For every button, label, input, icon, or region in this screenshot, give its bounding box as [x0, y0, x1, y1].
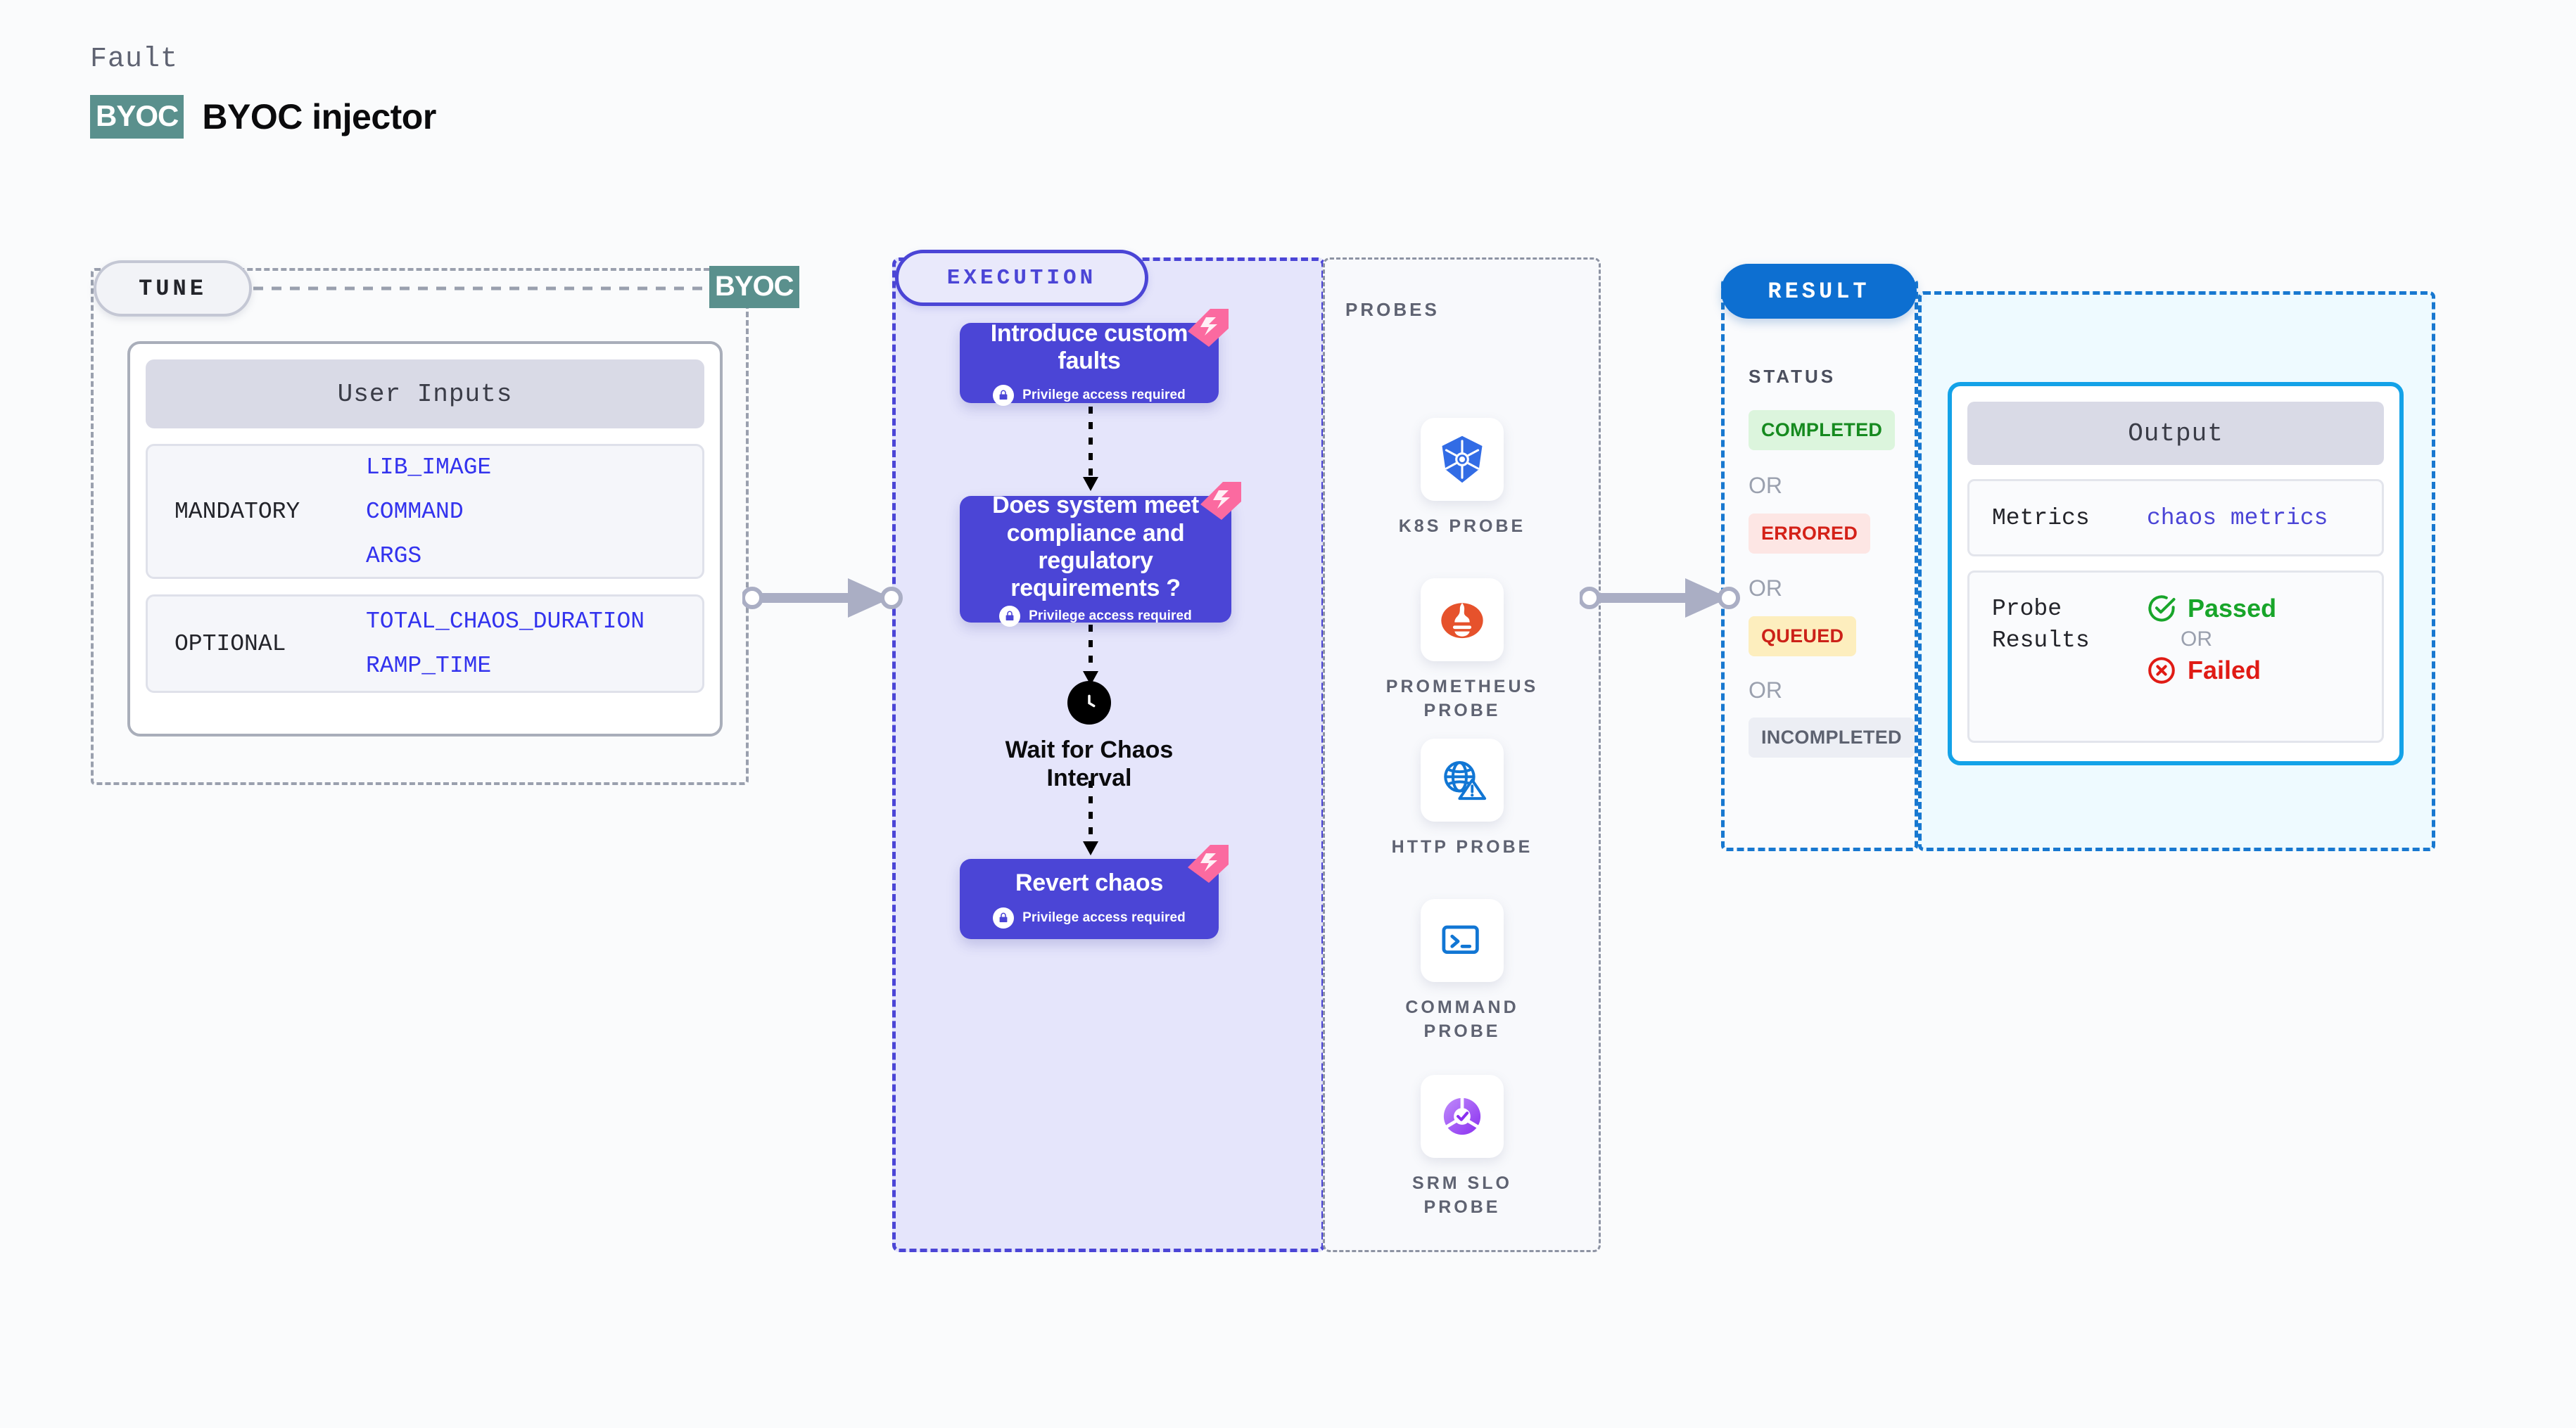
metrics-value[interactable]: chaos metrics: [2147, 504, 2328, 531]
input-value[interactable]: ARGS: [366, 542, 422, 569]
result-status-panel: [1721, 278, 1918, 851]
status-badge-errored: ERRORED: [1749, 514, 1871, 554]
output-card: Output Metrics chaos metrics Probe Resul…: [1948, 382, 2404, 765]
user-inputs-card: User Inputs MANDATORY LIB_IMAGE COMMAND …: [127, 341, 723, 737]
byoc-tag-badge: BYOC: [709, 266, 799, 308]
fault-eyebrow-label: Fault: [90, 44, 179, 75]
page-title: BYOC injector: [202, 97, 436, 136]
flow-node-compliance-check[interactable]: Does system meet compliance and regulato…: [960, 482, 1241, 627]
http-globe-warning-icon: [1421, 739, 1504, 822]
or-separator-label: OR: [2181, 627, 2212, 651]
input-value[interactable]: TOTAL_CHAOS_DURATION: [366, 608, 645, 635]
or-separator: OR: [1749, 575, 1782, 601]
prometheus-icon: [1421, 578, 1504, 661]
input-value-list: TOTAL_CHAOS_DURATION RAMP_TIME: [366, 608, 645, 679]
or-separator: OR: [1749, 473, 1782, 498]
execution-panel: [892, 257, 1325, 1252]
probe-result-failed: Failed: [2147, 656, 2276, 685]
srm-slo-icon: [1421, 1075, 1504, 1158]
privilege-flag-icon: [1200, 482, 1241, 520]
lock-icon: [993, 907, 1015, 929]
metrics-key-label: Metrics: [1992, 504, 2090, 531]
probe-results-row: Probe Results Passed OR Failed: [1967, 570, 2384, 743]
flow-node-revert-chaos[interactable]: Revert chaos Privilege access required: [960, 845, 1229, 939]
probe-item-srm-slo[interactable]: SRM SLO PROBE: [1374, 1075, 1550, 1220]
flow-node-wait-for-chaos-interval[interactable]: Wait for Chaos Interval: [966, 681, 1212, 792]
lock-icon: [993, 385, 1015, 407]
input-value-list: LIB_IMAGE COMMAND ARGS: [366, 454, 491, 569]
privilege-note-text: Privilege access required: [1022, 388, 1186, 403]
x-circle-icon: [2148, 657, 2175, 684]
privilege-flag-icon: [1188, 309, 1229, 347]
probe-item-label: SRM SLO PROBE: [1412, 1173, 1512, 1217]
privilege-note-text: Privilege access required: [1029, 608, 1192, 623]
kubernetes-icon: [1421, 418, 1504, 501]
status-badge-completed: COMPLETED: [1749, 410, 1896, 450]
probes-section-label: PROBES: [1345, 299, 1440, 320]
execution-section-pill[interactable]: EXECUTION: [895, 250, 1148, 306]
probe-item-label: PROMETHEUS PROBE: [1385, 677, 1539, 720]
check-circle-icon: [2148, 595, 2176, 622]
probe-results-key-label: Probe Results: [1992, 596, 2090, 654]
privilege-note: Privilege access required: [999, 605, 1192, 627]
byoc-logo: BYOC: [90, 95, 184, 139]
flow-node-title: Revert chaos: [1015, 869, 1163, 897]
probe-item-prometheus[interactable]: PROMETHEUS PROBE: [1374, 578, 1550, 723]
connector-tune-to-execution: [742, 578, 903, 618]
connector-execution-to-result: [1580, 578, 1740, 618]
result-section-pill[interactable]: RESULT: [1721, 264, 1917, 319]
probe-result-passed-label: Passed: [2188, 594, 2277, 623]
or-separator: OR: [2147, 627, 2276, 651]
probe-results-values: Passed OR Failed: [2147, 594, 2276, 685]
input-value[interactable]: LIB_IMAGE: [366, 454, 492, 480]
probe-item-command[interactable]: COMMAND PROBE: [1374, 899, 1550, 1044]
probe-item-http[interactable]: HTTP PROBE: [1374, 739, 1550, 860]
probe-item-k8s[interactable]: K8S PROBE: [1374, 418, 1550, 539]
input-group-optional: OPTIONAL TOTAL_CHAOS_DURATION RAMP_TIME: [146, 594, 704, 693]
clock-icon: [1067, 681, 1111, 725]
input-group-mandatory: MANDATORY LIB_IMAGE COMMAND ARGS: [146, 444, 704, 579]
privilege-flag-icon: [1188, 845, 1229, 883]
privilege-note-text: Privilege access required: [1022, 910, 1186, 925]
status-badge-queued: QUEUED: [1749, 616, 1857, 656]
lock-icon: [999, 605, 1021, 627]
status-badge-incompleted: INCOMPLETED: [1749, 718, 1915, 758]
terminal-icon: [1421, 899, 1504, 982]
probe-result-passed: Passed: [2147, 594, 2276, 623]
probe-item-label: HTTP PROBE: [1391, 837, 1533, 857]
tune-byoc-dashed-connector: [253, 286, 714, 291]
flow-node-title: Does system meet compliance and regulato…: [992, 492, 1199, 602]
status-label: STATUS: [1749, 366, 1836, 387]
privilege-note: Privilege access required: [993, 385, 1186, 407]
input-group-label: OPTIONAL: [175, 630, 286, 657]
probe-item-label: COMMAND PROBE: [1405, 997, 1519, 1041]
probe-item-label: K8S PROBE: [1398, 516, 1526, 536]
tune-section-pill[interactable]: TUNE: [94, 260, 252, 317]
connector-node1-to-node2: [1083, 407, 1098, 491]
page-header: Fault BYOC BYOC injector: [90, 44, 436, 139]
flow-node-introduce-custom-faults[interactable]: Introduce custom faults Privilege access…: [960, 309, 1229, 407]
flow-node-title: Wait for Chaos Interval: [1005, 737, 1174, 792]
privilege-note: Privilege access required: [993, 907, 1186, 929]
or-separator: OR: [1749, 677, 1782, 703]
input-value[interactable]: COMMAND: [366, 498, 464, 525]
input-value[interactable]: RAMP_TIME: [366, 653, 492, 679]
connector-node2-to-wait: [1083, 625, 1098, 685]
probe-result-failed-label: Failed: [2188, 656, 2261, 684]
metrics-row: Metrics chaos metrics: [1967, 479, 2384, 556]
tune-panel: [91, 268, 749, 785]
flow-node-title: Introduce custom faults: [990, 319, 1188, 374]
input-group-label: MANDATORY: [175, 498, 300, 525]
connector-wait-to-revert: [1083, 781, 1098, 855]
title-row: BYOC BYOC injector: [90, 95, 436, 139]
user-inputs-title: User Inputs: [146, 359, 704, 428]
output-card-title: Output: [1967, 402, 2384, 465]
